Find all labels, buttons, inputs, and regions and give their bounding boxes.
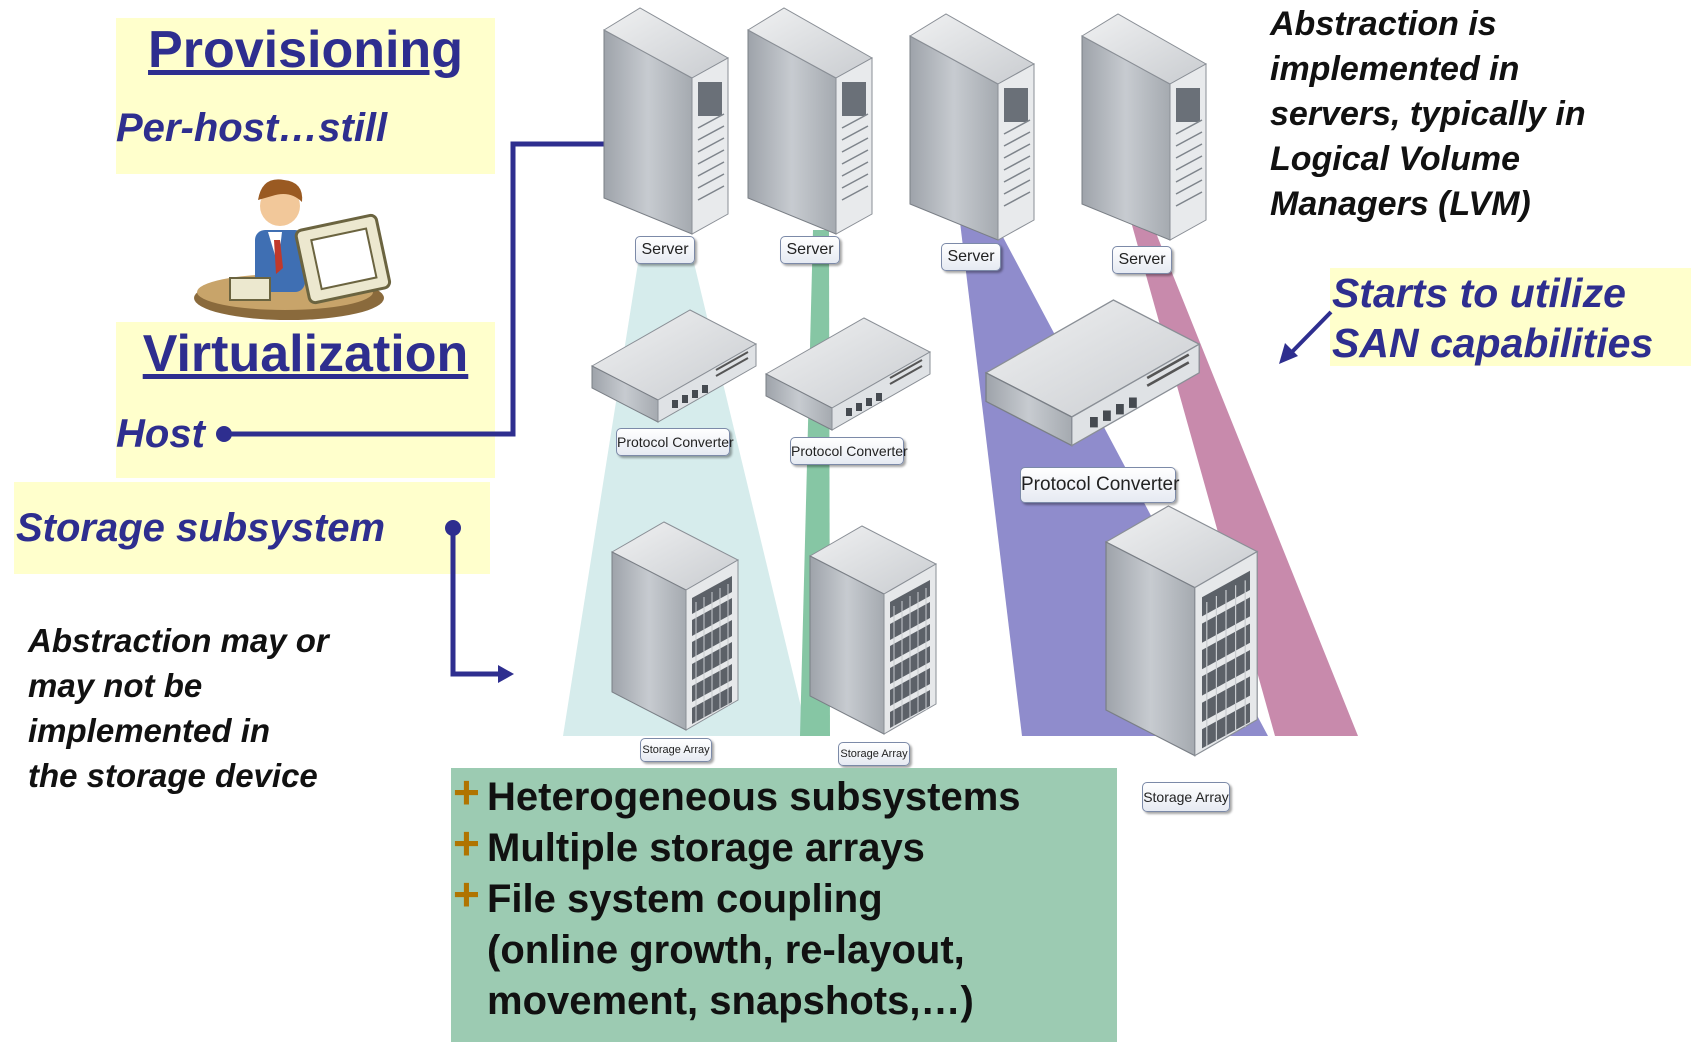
san-capabilities-note: Starts to utilize SAN capabilities bbox=[1332, 270, 1654, 366]
server-label: Server bbox=[1112, 246, 1172, 274]
storage-array-label: Storage Array bbox=[640, 738, 712, 762]
server-label: Server bbox=[780, 236, 840, 264]
host-connector-dot bbox=[216, 426, 232, 442]
storage-connector-arrowhead bbox=[498, 665, 514, 683]
provisioning-panel bbox=[116, 18, 495, 174]
san-note-panel bbox=[1330, 268, 1691, 366]
benefit-text: Heterogeneous subsystems bbox=[487, 775, 1021, 819]
plus-icon: + bbox=[453, 766, 480, 818]
plus-icon: + bbox=[453, 868, 480, 920]
virtualization-panel bbox=[116, 322, 495, 478]
benefits-box: +Heterogeneous subsystems +Multiple stor… bbox=[451, 767, 1117, 1042]
storage-array-label: Storage Array bbox=[838, 742, 910, 766]
host-connector-line bbox=[228, 141, 604, 437]
server-tower-icon bbox=[603, 7, 730, 235]
san-note-arrowhead bbox=[1279, 343, 1298, 364]
storage-connector-line bbox=[450, 528, 500, 677]
storage-array-icon bbox=[610, 521, 740, 731]
storage-array-icon bbox=[808, 525, 938, 735]
virtualization-title[interactable]: Virtualization bbox=[142, 325, 469, 383]
protocol-converter-label: Protocol Converter bbox=[790, 437, 908, 465]
plus-icon: + bbox=[453, 817, 480, 869]
provisioning-title[interactable]: Provisioning bbox=[148, 21, 463, 79]
server-tower-icon bbox=[1081, 13, 1208, 241]
storage-connector-dot bbox=[445, 520, 461, 536]
protocol-converter-icon bbox=[590, 309, 758, 423]
storage-array-label: Storage Array bbox=[1142, 782, 1230, 812]
benefit-item: +Heterogeneous subsystems bbox=[451, 767, 1117, 823]
server-label: Server bbox=[941, 243, 1001, 271]
benefit-item: +Multiple storage arrays bbox=[451, 818, 1117, 874]
storage-subsystem-label: Storage subsystem bbox=[16, 506, 386, 550]
server-tower-icon bbox=[747, 7, 874, 235]
protocol-converter-icon bbox=[984, 299, 1201, 447]
benefit-item: +File system coupling (online growth, re… bbox=[451, 869, 1117, 1027]
storage-abstraction-note: Abstraction may or may not be implemente… bbox=[28, 622, 329, 794]
storage-array-icon bbox=[1104, 505, 1259, 757]
protocol-converter-icon bbox=[764, 317, 932, 431]
protocol-converter-label: Protocol Converter bbox=[1020, 467, 1179, 503]
server-abstraction-note: Abstraction is implemented in servers, t… bbox=[1270, 5, 1586, 223]
san-note-arrow-line bbox=[1286, 310, 1333, 358]
provisioning-subtitle: Per-host…still bbox=[116, 106, 388, 150]
benefit-text: File system coupling (online growth, re-… bbox=[487, 877, 974, 1023]
user-at-computer-icon bbox=[194, 179, 392, 320]
server-label: Server bbox=[635, 236, 695, 264]
storage-subsystem-panel bbox=[14, 482, 490, 574]
benefit-text: Multiple storage arrays bbox=[487, 826, 925, 870]
server-tower-icon bbox=[909, 13, 1036, 241]
host-label: Host bbox=[116, 412, 205, 456]
protocol-converter-label: Protocol Converter bbox=[616, 428, 734, 456]
